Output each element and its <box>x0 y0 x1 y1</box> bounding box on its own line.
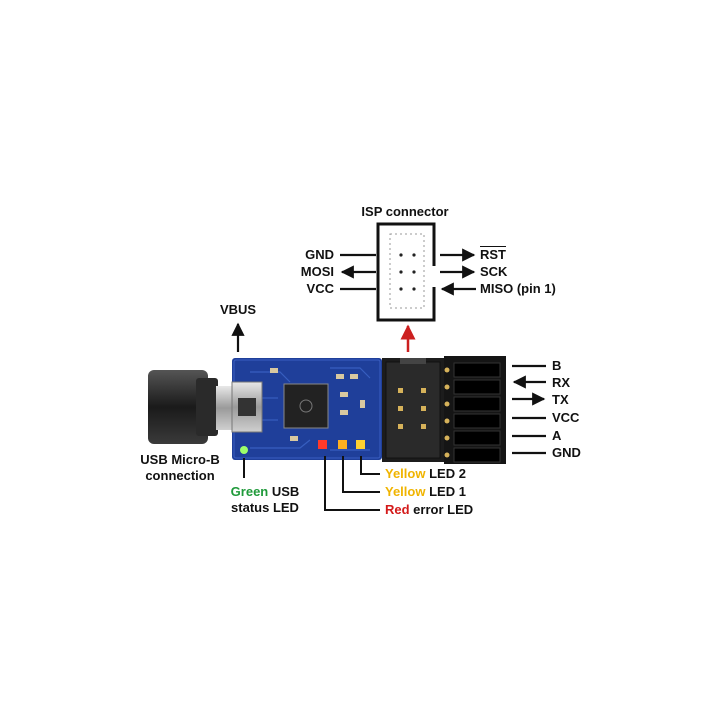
serial-pin-a: A <box>552 428 562 443</box>
led-red-rest: error LED <box>409 502 474 517</box>
serial-pin-rx: RX <box>552 375 571 390</box>
led-label-green-line2: status LED <box>231 500 299 515</box>
led-yellow2-rest: LED 2 <box>425 466 466 481</box>
led-yellow2-color-word: Yellow <box>385 466 426 481</box>
led-yellow1-color-word: Yellow <box>385 484 426 499</box>
isp-pin-miso: MISO (pin 1) <box>480 281 556 296</box>
led-green-rest: USB <box>268 484 300 499</box>
usb-cable <box>148 370 246 444</box>
pcb-board <box>231 358 382 460</box>
isp-title: ISP connector <box>361 204 449 219</box>
serial-pin-tx: TX <box>552 392 569 407</box>
vbus-label: VBUS <box>219 302 257 317</box>
serial-header <box>444 356 506 464</box>
led-red-color-word: Red <box>385 502 410 517</box>
isp-header <box>382 358 444 462</box>
led-label-green: Green USB <box>222 484 308 500</box>
usb-label-line2: connection <box>145 468 215 483</box>
usb-label-line1: USB Micro-B <box>140 452 220 467</box>
isp-pin-sck: SCK <box>480 264 508 279</box>
isp-pin-arrows <box>340 248 476 296</box>
isp-pin-mosi: MOSI <box>300 264 334 279</box>
isp-pin-vcc: VCC <box>306 281 334 296</box>
yellow-led-1 <box>338 440 347 449</box>
led-label-red: Red error LED <box>385 502 473 518</box>
isp-connector-drawing <box>376 222 436 322</box>
led-green-color-word: Green <box>230 484 269 499</box>
serial-pin-gnd: GND <box>552 445 581 460</box>
red-led <box>318 440 327 449</box>
led-yellow1-rest: LED 1 <box>425 484 466 499</box>
yellow-led-2 <box>356 440 365 449</box>
green-led <box>240 446 248 454</box>
led-label-yellow-2: Yellow LED 2 <box>385 466 466 482</box>
led-label-yellow-1: Yellow LED 1 <box>385 484 466 500</box>
serial-pin-arrows <box>512 364 546 455</box>
serial-pin-b: B <box>552 358 562 373</box>
isp-pin-gnd: GND <box>305 247 334 262</box>
led-leader-lines <box>243 456 380 511</box>
serial-pin-vcc: VCC <box>552 410 580 425</box>
isp-pin-rst: RST <box>480 247 506 262</box>
